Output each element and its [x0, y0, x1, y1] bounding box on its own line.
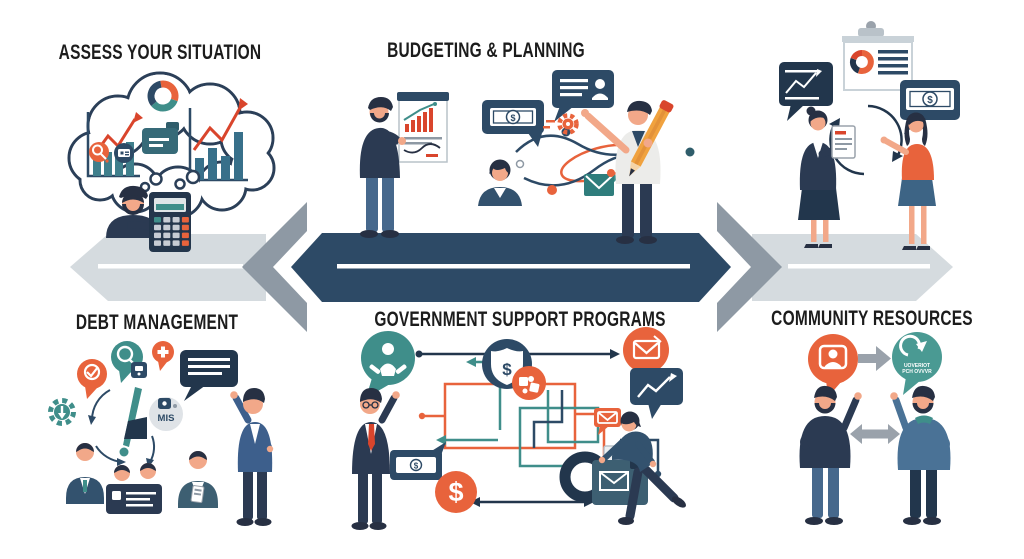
section-budgeting-illustration: $ — [359, 70, 695, 244]
id-badge-icon — [114, 143, 134, 163]
transfer-arrow-icon — [858, 346, 891, 371]
money-speech-bubble-2: $ — [900, 80, 960, 134]
timeline-white-line-center — [337, 264, 690, 269]
mis-label: MIS — [158, 413, 175, 424]
avatar-bubble-icon — [808, 334, 858, 397]
timeline-arrow — [70, 202, 953, 332]
gov-advisor-man — [351, 388, 400, 530]
dollar-glyph: $ — [502, 360, 512, 379]
section-community-illustration: UOVERIOT PCH OVVVR — [799, 332, 951, 525]
search-badge-icon — [89, 142, 109, 163]
envelope-mini-bubble — [594, 408, 621, 435]
community-man-right — [890, 385, 951, 525]
section-title-budgeting-text: BUDGETING & PLANNING — [387, 38, 585, 62]
section-title-debt-text: DEBT MANAGEMENT — [75, 310, 239, 334]
dollar-glyph: $ — [448, 477, 463, 507]
gear-icon — [543, 113, 579, 135]
section-title-debt: DEBT MANAGEMENT — [44, 310, 269, 335]
envelope-icon — [584, 169, 615, 196]
dollar-glyph: $ — [927, 95, 933, 106]
section-title-government: GOVERNMENT SUPPORT PROGRAMS — [318, 307, 723, 332]
debt-speech-bubble — [180, 350, 238, 401]
dollar-circle-icon: $ — [435, 471, 477, 513]
planner-man — [581, 100, 674, 244]
analyst-woman — [478, 159, 522, 206]
pencil-icon — [629, 100, 674, 177]
courier-woman — [559, 411, 686, 525]
calculator-icon — [149, 192, 191, 252]
timeline-white-line-right — [788, 264, 930, 269]
client-woman — [880, 112, 936, 250]
bust-right — [178, 451, 218, 508]
timeline-white-line-left — [98, 264, 243, 269]
section-title-government-text: GOVERNMENT SUPPORT PROGRAMS — [374, 307, 666, 331]
donut-chart-icon — [147, 80, 179, 112]
dollar-glyph: $ — [414, 462, 419, 471]
pendulum-icon — [119, 387, 147, 457]
section-title-community: COMMUNITY RESOURCES — [732, 306, 1012, 331]
flipchart-board — [397, 92, 449, 163]
gear-down-icon — [48, 398, 76, 426]
plus-badge-icon — [152, 341, 174, 371]
wallet-icon — [142, 122, 179, 154]
cycle-arrows-small — [88, 389, 155, 468]
section-title-budgeting: BUDGETING & PLANNING — [349, 38, 624, 63]
thought-bubbles — [139, 169, 201, 193]
presenter-man — [359, 97, 406, 238]
section-government-illustration: $ $ $ — [351, 327, 686, 530]
bubble-caption-line1: UOVERIOT — [904, 363, 930, 369]
chart-speech-bubble-2 — [630, 368, 683, 419]
thinking-man — [106, 185, 160, 238]
timeline-chevron-right — [717, 202, 782, 332]
timeline-chevron-left — [242, 202, 307, 332]
puzzle-circle-icon — [512, 366, 546, 400]
money-speech-bubble: $ — [482, 100, 544, 147]
community-man-left — [799, 385, 862, 525]
bust-pair — [106, 463, 162, 514]
bust-left — [66, 443, 104, 504]
debt-advisor-man — [230, 388, 274, 526]
section-title-assess: ASSESS YOUR SITUATION — [19, 40, 300, 65]
growth-bubble-icon: UOVERIOT PCH OVVVR — [892, 332, 942, 395]
envelope-circle-icon — [623, 327, 669, 384]
section-review-illustration: $ — [779, 21, 960, 250]
section-title-community-text: COMMUNITY RESOURCES — [771, 306, 973, 330]
profile-speech-bubble — [552, 70, 614, 122]
chart-speech-bubble — [779, 62, 833, 121]
section-debt-illustration: MIS — [48, 341, 274, 526]
section-assess-illustration — [67, 71, 276, 252]
speaker-bubble-icon — [361, 331, 415, 398]
doc-badge-icon — [131, 362, 147, 378]
bubble-caption-line2: PCH OVVVR — [902, 369, 932, 375]
mis-circle-badge: MIS — [149, 397, 183, 431]
money-speech-bubble-3: $ — [390, 442, 446, 480]
presentation-board — [842, 21, 914, 91]
section-title-assess-text: ASSESS YOUR SITUATION — [58, 40, 262, 64]
advisor-woman — [798, 106, 856, 248]
exchange-arrow-icon — [850, 424, 900, 444]
clipboard-document — [831, 125, 856, 159]
check-bubble-icon — [77, 359, 107, 399]
dollar-glyph: $ — [510, 113, 515, 123]
